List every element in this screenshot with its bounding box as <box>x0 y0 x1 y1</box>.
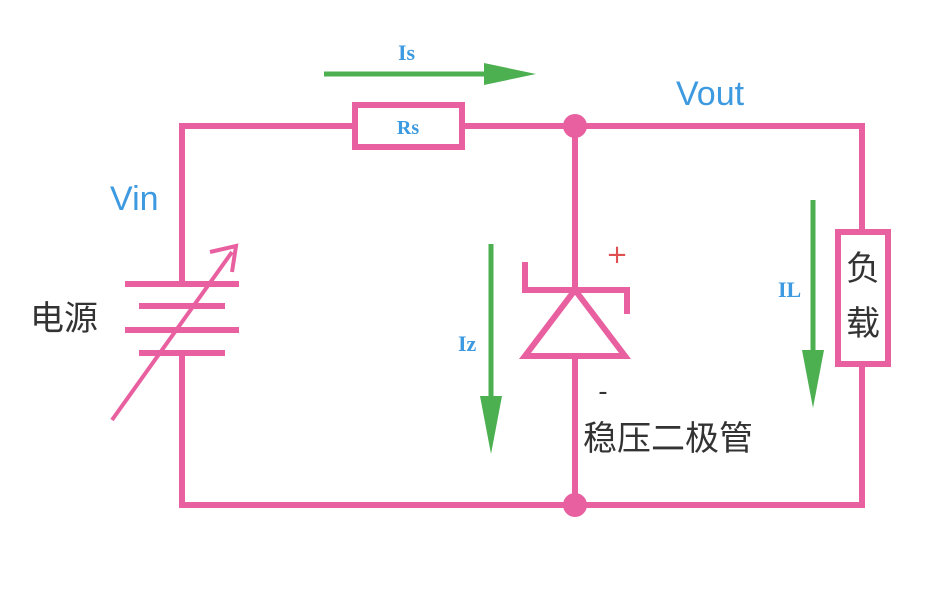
zener-diode: + - <box>518 240 632 407</box>
circuit-wires <box>179 123 865 508</box>
zener-plus-sign: + <box>606 240 628 270</box>
load-resistor-body <box>835 229 891 367</box>
zener-diode-triangle <box>518 285 632 359</box>
zener-minus-sign: - <box>598 377 607 407</box>
zener-diode-bar <box>522 262 630 314</box>
power-source-label: 电源 <box>30 299 98 339</box>
variable-power-source <box>110 243 239 422</box>
vout-label: Vout <box>676 75 745 113</box>
junction-node-top <box>563 114 587 138</box>
current-arrow-iz <box>480 244 502 454</box>
variable-arrow-line <box>110 250 234 422</box>
load-label-top: 负 <box>846 249 880 289</box>
current-is-label: Is <box>398 40 416 65</box>
current-arrow-il-head <box>802 350 824 408</box>
vin-label: Vin <box>110 180 159 218</box>
current-arrow-iz-head <box>480 396 502 454</box>
current-arrow-is-head <box>484 63 536 85</box>
resistor-rs: Rs <box>352 102 465 150</box>
current-arrow-il <box>802 200 824 408</box>
zener-diode-label: 稳压二极管 <box>583 419 753 459</box>
load-label-bottom: 载 <box>846 304 880 344</box>
junction-node-bottom <box>563 493 587 517</box>
variable-arrow-head <box>209 243 239 273</box>
load-resistor: 负 载 <box>835 229 891 367</box>
current-il-label: IL <box>778 277 801 302</box>
current-iz-label: Iz <box>458 331 477 356</box>
resistor-rs-body <box>352 102 465 150</box>
resistor-rs-label: Rs <box>397 117 419 139</box>
current-arrow-is <box>324 63 536 85</box>
